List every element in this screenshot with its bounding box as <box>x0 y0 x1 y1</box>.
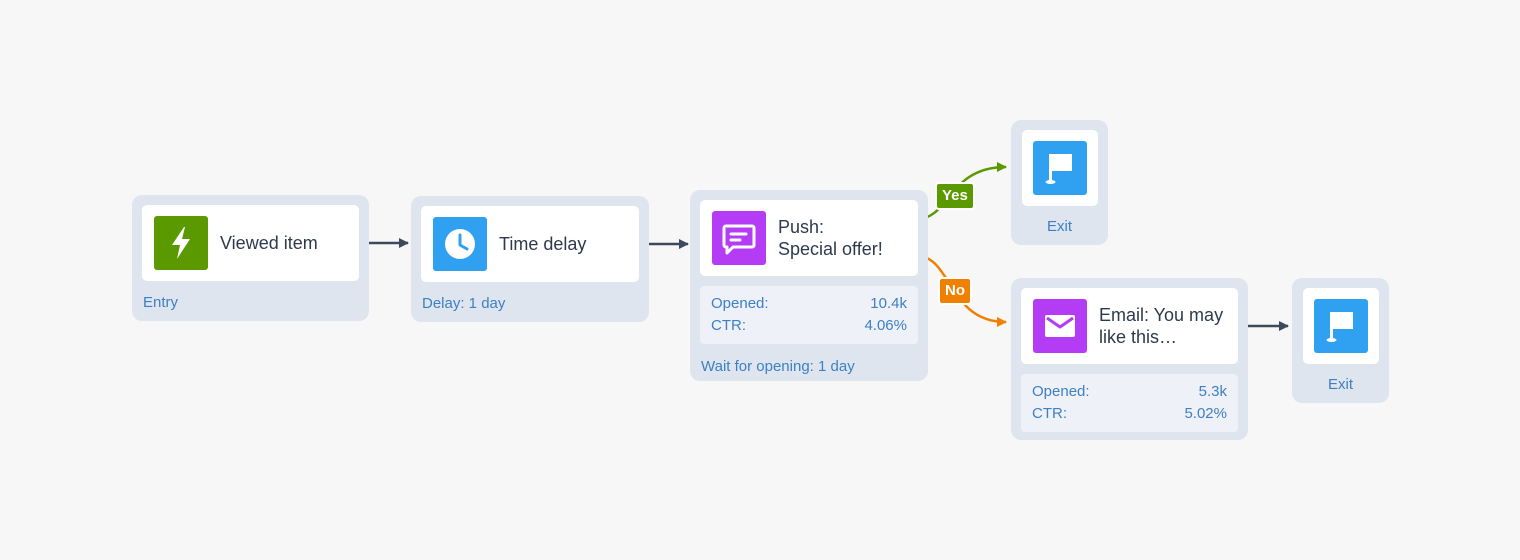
stat-label: Opened: <box>1032 383 1090 400</box>
time-delay-footer: Delay: 1 day <box>422 295 506 312</box>
email-title-line2: like this… <box>1099 327 1178 347</box>
email-title: Email: You may like this… <box>1099 304 1223 348</box>
push-title-line1: Push: <box>778 217 825 237</box>
entry-title: Viewed item <box>220 233 318 253</box>
exit-node-bottom[interactable]: Exit <box>1292 278 1389 403</box>
push-stats: Opened: 10.4k CTR: 4.06% <box>700 286 918 344</box>
push-node-header[interactable]: Push: Special offer! <box>700 200 918 276</box>
flag-icon <box>1045 154 1072 184</box>
envelope-icon <box>1045 315 1075 337</box>
stat-label: CTR: <box>711 317 746 334</box>
stat-value: 5.02% <box>1184 405 1227 422</box>
push-stat-ctr: CTR: 4.06% <box>711 315 907 337</box>
push-title-line2: Special offer! <box>778 239 883 259</box>
time-delay-node[interactable]: Time delay Delay: 1 day <box>411 196 649 322</box>
entry-node-header[interactable]: Viewed item <box>142 205 359 281</box>
push-icon-box <box>712 211 766 265</box>
yes-branch-badge: Yes <box>935 182 975 210</box>
exit-top-header[interactable] <box>1021 130 1098 206</box>
exit-top-icon-box <box>1032 141 1087 195</box>
flag-icon <box>1326 312 1353 342</box>
exit-node-top[interactable]: Exit <box>1011 120 1108 245</box>
clock-icon <box>445 229 475 259</box>
push-node[interactable]: Push: Special offer! Opened: 10.4k CTR: … <box>690 190 928 381</box>
exit-top-label: Exit <box>1046 218 1072 235</box>
entry-node[interactable]: Viewed item Entry <box>132 195 369 321</box>
push-footer: Wait for opening: 1 day <box>701 358 855 375</box>
no-branch-badge: No <box>938 277 972 305</box>
email-title-line1: Email: You may <box>1099 305 1224 325</box>
exit-bottom-header[interactable] <box>1302 288 1379 364</box>
time-delay-title: Time delay <box>499 234 587 254</box>
email-stat-ctr: CTR: 5.02% <box>1032 403 1227 425</box>
stat-value: 4.06% <box>864 317 907 334</box>
exit-bottom-label: Exit <box>1327 376 1353 393</box>
email-icon-box <box>1033 299 1087 353</box>
push-stat-opened: Opened: 10.4k <box>711 293 907 315</box>
stat-label: CTR: <box>1032 405 1067 422</box>
chat-message-icon <box>722 224 756 255</box>
email-node[interactable]: Email: You may like this… Opened: 5.3k C… <box>1011 278 1248 440</box>
stat-value: 10.4k <box>870 295 907 312</box>
email-stat-opened: Opened: 5.3k <box>1032 381 1227 403</box>
push-title: Push: Special offer! <box>778 216 883 260</box>
delay-icon-box <box>433 217 487 271</box>
email-node-header[interactable]: Email: You may like this… <box>1021 288 1238 364</box>
exit-bottom-icon-box <box>1313 299 1368 353</box>
stat-value: 5.3k <box>1198 383 1227 400</box>
entry-icon-box <box>154 216 208 270</box>
email-stats: Opened: 5.3k CTR: 5.02% <box>1021 374 1238 432</box>
entry-footer: Entry <box>143 294 179 311</box>
time-delay-header[interactable]: Time delay <box>421 206 639 282</box>
stat-label: Opened: <box>711 295 769 312</box>
lightning-icon <box>172 227 190 259</box>
